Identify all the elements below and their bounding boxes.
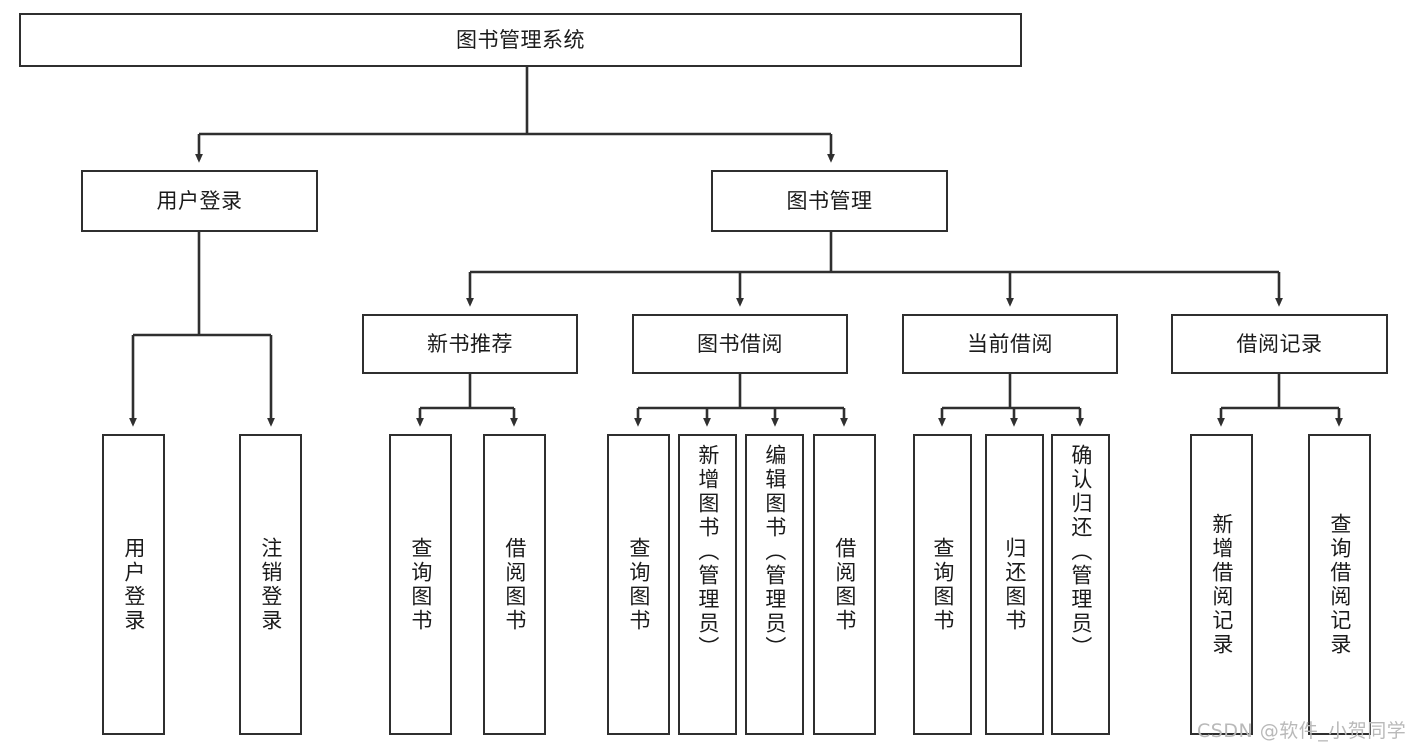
node-new-book-recommend[interactable]: 新书推荐 — [362, 314, 578, 374]
leaf-lend-book[interactable]: 借阅图书 — [813, 434, 876, 735]
leaf-query-book-current[interactable]: 查询图书 — [913, 434, 972, 735]
csdn-watermark: CSDN @软件_小贺同学 — [1197, 720, 1405, 742]
node-book-management[interactable]: 图书管理 — [711, 170, 948, 232]
node-root[interactable]: 图书管理系统 — [19, 13, 1022, 67]
leaf-return-book[interactable]: 归还图书 — [985, 434, 1044, 735]
node-current-borrow[interactable]: 当前借阅 — [902, 314, 1118, 374]
leaf-borrow-book-newbook[interactable]: 借阅图书 — [483, 434, 546, 735]
leaf-query-book-newbook[interactable]: 查询图书 — [389, 434, 452, 735]
leaf-edit-book-admin[interactable]: 编辑图书（管理员） — [745, 434, 804, 735]
leaf-confirm-return-admin[interactable]: 确认归还（管理员） — [1051, 434, 1110, 735]
node-book-borrow[interactable]: 图书借阅 — [632, 314, 848, 374]
node-user-login[interactable]: 用户登录 — [81, 170, 318, 232]
leaf-add-borrow-record[interactable]: 新增借阅记录 — [1190, 434, 1253, 735]
node-borrow-records[interactable]: 借阅记录 — [1171, 314, 1388, 374]
leaf-query-borrow-record[interactable]: 查询借阅记录 — [1308, 434, 1371, 735]
leaf-user-login[interactable]: 用户登录 — [102, 434, 165, 735]
leaf-add-book-admin[interactable]: 新增图书（管理员） — [678, 434, 737, 735]
leaf-query-book-borrow[interactable]: 查询图书 — [607, 434, 670, 735]
leaf-logout[interactable]: 注销登录 — [239, 434, 302, 735]
